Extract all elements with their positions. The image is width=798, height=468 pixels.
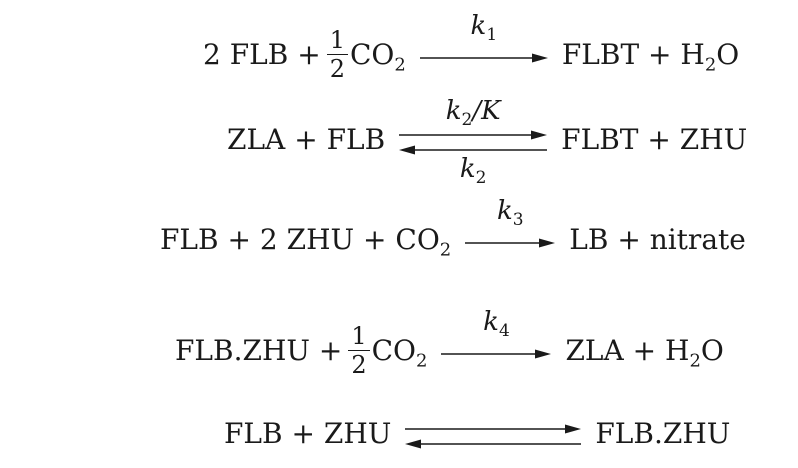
plus-sign: + [227,223,251,256]
fraction-denominator: 2 [351,351,367,379]
species-lb: LB [569,223,609,256]
species-co2: CO2 [395,223,452,261]
species-h2o: H2O [680,37,740,76]
reaction-4-reactants: FLB.ZHU + 1 2 CO2 [175,324,427,377]
forward-arrow: k3 [465,198,556,254]
species-flbt: FLBT [561,37,640,71]
species-flb: FLB [160,223,219,256]
fraction-numerator: 1 [348,324,370,351]
species-co2: CO2 [371,333,428,372]
species-co2: CO2 [350,37,406,76]
right-arrow-icon [465,238,556,248]
plus-sign: + [291,417,315,450]
reaction-3-reactants: FLB + 2 ZHU + CO2 [160,223,452,261]
plus-sign: + [632,333,657,367]
reaction-2-reactants: ZLA + FLB [227,126,385,154]
rate-constant-k1: k1 [470,10,498,45]
forward-arrow: k4 [441,309,552,365]
species-flb: FLB [224,417,283,450]
plus-sign: + [617,223,641,256]
reaction-4: FLB.ZHU + 1 2 CO2 k4 ZLA + H2O [175,309,724,378]
species-zhu: ZHU [679,123,748,156]
species-zla: ZLA [565,333,624,367]
plus-sign: + [647,123,671,156]
species-flb: FLB [326,123,386,156]
species-flbt: FLBT [561,123,639,156]
plus-sign: + [648,37,672,71]
reaction-5-products: FLB.ZHU [595,420,730,448]
reaction-5-reactants: FLB + ZHU [224,420,391,448]
species-zhu: ZHU [323,417,392,450]
species-nitrate: nitrate [649,223,746,256]
species-zla: ZLA [227,123,286,156]
fraction-numerator: 1 [326,28,348,55]
plus-sign: + [318,333,343,367]
plus-sign: + [294,123,318,156]
species-flb-zhu: FLB.ZHU [595,417,731,450]
species-h2o: H2O [665,333,724,372]
species-flb-zhu: FLB.ZHU [175,333,310,367]
reaction-2: ZLA + FLB k2/K k2 FLBT + ZHU [227,98,747,187]
right-arrow-icon [419,53,548,62]
reaction-1: 2 FLB + 1 2 CO2 k1 FLBT + H2O [203,13,740,82]
reaction-3-products: LB + nitrate [569,226,746,254]
reaction-4-products: ZLA + H2O [565,333,724,372]
equilibrium-arrow-icon [405,424,582,449]
forward-arrow: k1 [419,13,548,69]
plus-sign: + [363,223,387,256]
rate-constant-k3: k3 [496,196,524,231]
rate-constant-k4: k4 [483,306,510,341]
reaction-1-reactants: 2 FLB + 1 2 CO2 [203,28,406,81]
right-arrow-icon [441,349,552,358]
fraction-one-half: 1 2 [348,324,370,379]
equilibrium-arrow-icon [399,130,548,155]
fraction-denominator: 2 [329,55,345,83]
reaction-5: FLB + ZHU FLB.ZHU [224,420,730,449]
equilibrium-arrows [405,420,582,449]
equilibrium-arrows: k2/K k2 [399,98,548,187]
plus-sign: + [297,37,321,71]
species-zhu: ZHU [286,223,355,256]
species-flb: FLB [229,37,289,71]
reaction-2-products: FLBT + ZHU [561,126,747,154]
reaction-1-products: FLBT + H2O [561,37,740,76]
coefficient: 2 [203,37,221,71]
fraction-one-half: 1 2 [326,28,348,83]
coefficient: 2 [259,223,278,256]
rate-constant-k2-over-k: k2/K [445,96,501,131]
rate-constant-k2: k2 [459,154,487,189]
reaction-3: FLB + 2 ZHU + CO2 k3 LB + nitrate [160,198,746,261]
